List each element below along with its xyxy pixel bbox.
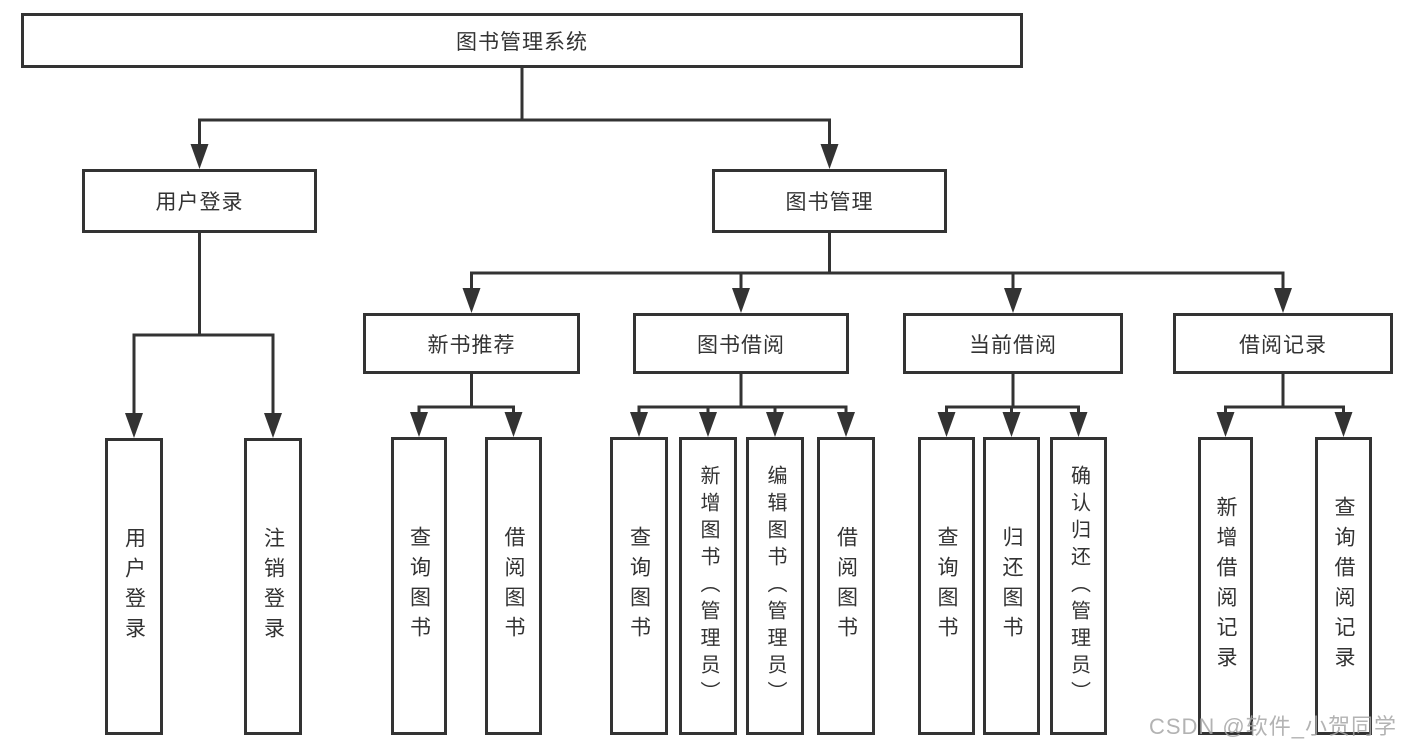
leaf-query-book-current: 查询图书 — [918, 437, 975, 735]
node-borrow-records: 借阅记录 — [1173, 313, 1393, 374]
leaf-query-book-borrow: 查询图书 — [610, 437, 668, 735]
leaf-add-book-admin: 新增图书（管理员） — [679, 437, 737, 735]
leaf-add-borrow-record: 新增借阅记录 — [1198, 437, 1253, 735]
leaf-borrow-book-recommend: 借阅图书 — [485, 437, 542, 735]
leaf-query-book-recommend: 查询图书 — [391, 437, 447, 735]
node-current-borrow: 当前借阅 — [903, 313, 1123, 374]
node-book-management: 图书管理 — [712, 169, 947, 233]
leaf-query-borrow-record: 查询借阅记录 — [1315, 437, 1372, 735]
node-new-book-recommend: 新书推荐 — [363, 313, 580, 374]
leaf-borrow-book: 借阅图书 — [817, 437, 875, 735]
leaf-return-book: 归还图书 — [983, 437, 1040, 735]
node-book-borrow: 图书借阅 — [633, 313, 849, 374]
leaf-user-login: 用户登录 — [105, 438, 163, 735]
leaf-logout: 注销登录 — [244, 438, 302, 735]
node-library-management-system: 图书管理系统 — [21, 13, 1023, 68]
leaf-edit-book-admin: 编辑图书（管理员） — [746, 437, 804, 735]
leaf-confirm-return-admin: 确认归还（管理员） — [1050, 437, 1107, 735]
node-user-login: 用户登录 — [82, 169, 317, 233]
